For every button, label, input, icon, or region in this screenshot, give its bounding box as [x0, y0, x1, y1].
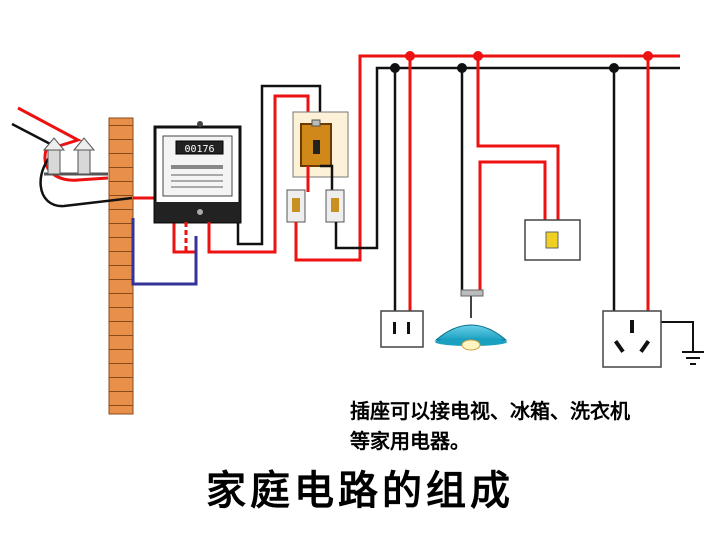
three-hole-socket: [602, 310, 662, 368]
meter-reading: 00176: [184, 144, 214, 155]
junction-dots: [390, 51, 653, 73]
socket-note-line-1: 插座可以接电视、冰箱、洗衣机: [350, 399, 630, 423]
ground-symbol: [682, 351, 704, 365]
wall-light-switch: [524, 219, 581, 261]
brick-wall: [108, 117, 134, 415]
fuse-output-wires: [294, 54, 680, 262]
pendant-lamp: [434, 289, 508, 351]
socket-note: 插座可以接电视、冰箱、洗衣机 等家用电器。: [350, 396, 700, 456]
two-hole-socket: [380, 310, 424, 348]
fuses: [286, 164, 345, 223]
branch-wires: [393, 56, 694, 352]
socket-note-line-2: 等家用电器。: [350, 429, 470, 453]
watt-hour-meter: 00176: [153, 121, 242, 224]
insulators: [42, 137, 96, 175]
meter-output-wires: [184, 84, 322, 254]
slide-title: 家庭电路的组成: [206, 467, 514, 514]
